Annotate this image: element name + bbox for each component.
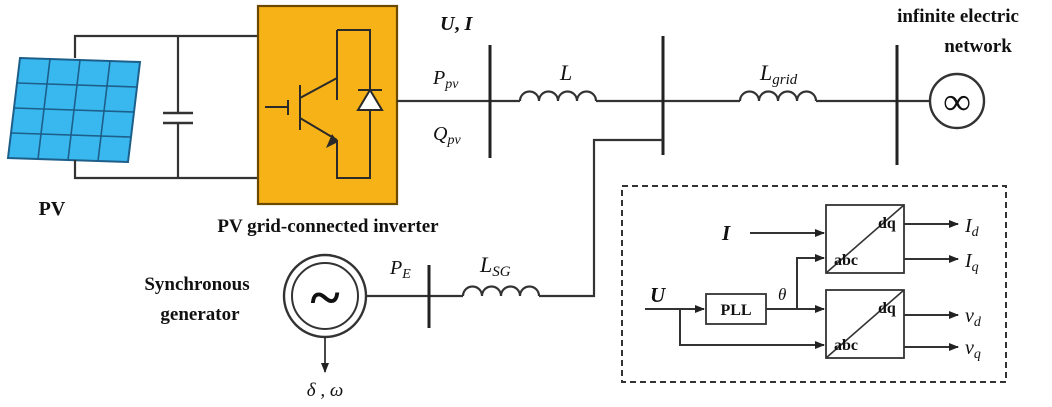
sg-label-line2: generator <box>160 304 240 325</box>
output-id-label: Id <box>964 215 980 240</box>
transform-block-current <box>825 204 905 274</box>
transform-block-voltage <box>825 289 905 359</box>
pll-block <box>705 293 767 325</box>
inductor-l-icon <box>518 90 598 102</box>
pv-panel-icon <box>6 56 142 164</box>
pll-label: PLL <box>720 302 751 319</box>
measurement-label: U, I <box>440 13 473 35</box>
sg-label-line1: Synchronous <box>144 274 249 295</box>
inductor-lsg-icon <box>461 285 541 297</box>
igbt-emitter-arrow-icon <box>326 134 338 148</box>
p-e-label: PE <box>389 257 411 282</box>
inductor-l-label: L <box>559 60 572 85</box>
inductor-lgrid-icon <box>738 90 818 102</box>
transform1-abc-label: abc <box>834 252 858 269</box>
output-vq-label: vq <box>965 337 981 362</box>
network-label-line2: network <box>944 36 1012 57</box>
output-iq-label: Iq <box>964 250 979 275</box>
arrow-theta-to-transform1 <box>796 254 825 309</box>
generator-tilde: ~ <box>310 267 339 329</box>
control-input-i: I <box>721 221 731 245</box>
infinite-source-icon <box>928 72 986 130</box>
dc-capacitor-icon <box>163 111 193 125</box>
theta-label: θ <box>778 285 786 304</box>
dc-link-wires <box>73 34 258 180</box>
pv-label: PV <box>39 198 66 220</box>
output-vd-label: vd <box>965 305 982 330</box>
inductor-lgrid-label: Lgrid <box>759 60 798 88</box>
inverter-box <box>256 4 399 206</box>
inverter-label: PV grid-connected inverter <box>217 216 439 237</box>
control-input-u: U <box>650 283 667 307</box>
network-label-line1: infinite electric <box>897 6 1019 27</box>
generator-icon <box>291 262 359 330</box>
p-pv-label: Ppv <box>432 67 459 92</box>
infinity-symbol: ∞ <box>943 81 970 123</box>
transform1-dq-label: dq <box>878 215 896 232</box>
q-pv-label: Qpv <box>433 123 461 148</box>
sg-feed-wire <box>539 138 663 298</box>
delta-omega-label: δ , ω <box>307 380 344 401</box>
transform2-dq-label: dq <box>878 300 896 317</box>
inductor-lsg-label: LSG <box>479 252 511 280</box>
arrow-u-to-transform2 <box>679 309 825 349</box>
transform2-abc-label: abc <box>834 337 858 354</box>
igbt-diode-icon <box>265 29 384 179</box>
control-dashed-box <box>621 185 1007 383</box>
